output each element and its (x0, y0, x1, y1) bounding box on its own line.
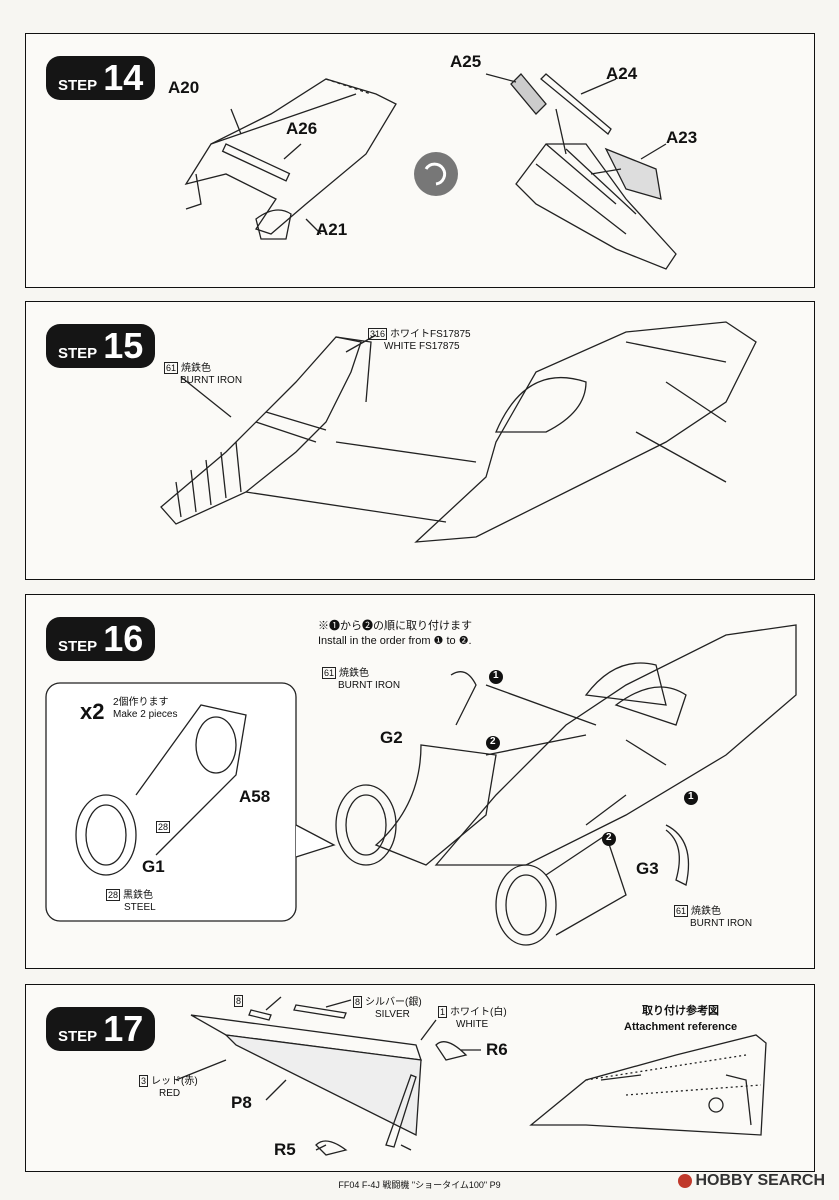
step17-silver-paint-a: 8 (234, 995, 244, 1007)
step16-order-2a: 2 (490, 736, 496, 747)
part-a58-label: A58 (239, 787, 271, 806)
step-14-badge: STEP 14 (46, 56, 156, 100)
step-16-illustration (45, 624, 797, 946)
step16-x2: x2 (80, 699, 105, 724)
step-17-illustration (175, 996, 767, 1156)
step-16-badge: STEP 16 (46, 617, 156, 661)
part-g3-label: G3 (636, 859, 659, 878)
part-a25-label: A25 (450, 52, 482, 71)
step-14-panel: STEP 14 A20 A26 A21 A25 A24 A23 (25, 33, 815, 288)
step-14-illustration (184, 73, 677, 270)
part-p8-label: P8 (231, 1093, 252, 1112)
step17-attachment-reference: 取り付け参考図 Attachment reference (624, 1005, 738, 1033)
step-17-badge: STEP 17 (46, 1007, 156, 1051)
step16-make-two: 2個作ります Make 2 pieces (113, 697, 178, 720)
step16-order-2b: 2 (606, 832, 612, 843)
part-r6-label: R6 (486, 1040, 508, 1059)
page-footer: FF04 F-4J 戦闘機 "ショータイム100" P9 (338, 1180, 501, 1190)
part-a24-label: A24 (606, 64, 638, 83)
step-16-panel: STEP 16 ※❶から❷の順に取り付けます Install in the or… (25, 594, 815, 969)
step16-order-note: ※❶から❷の順に取り付けます Install in the order from… (318, 620, 472, 647)
part-a20-label: A20 (168, 78, 200, 97)
watermark: HOBBY SEARCH (677, 1172, 825, 1190)
hobby-search-logo-icon (677, 1173, 692, 1188)
part-r5-label: R5 (274, 1140, 296, 1159)
step-15-illustration (160, 321, 757, 543)
step16-order-1a: 1 (493, 670, 499, 681)
step-15-badge: STEP 15 (46, 324, 156, 368)
part-a23-label: A23 (666, 128, 698, 147)
part-g2-label: G2 (380, 728, 403, 747)
step16-order-1b: 1 (688, 791, 694, 802)
part-a21-label: A21 (316, 220, 348, 239)
part-a26-label: A26 (286, 119, 318, 138)
step16-code-28: 28 (156, 821, 171, 833)
part-g1-label: G1 (142, 857, 165, 876)
